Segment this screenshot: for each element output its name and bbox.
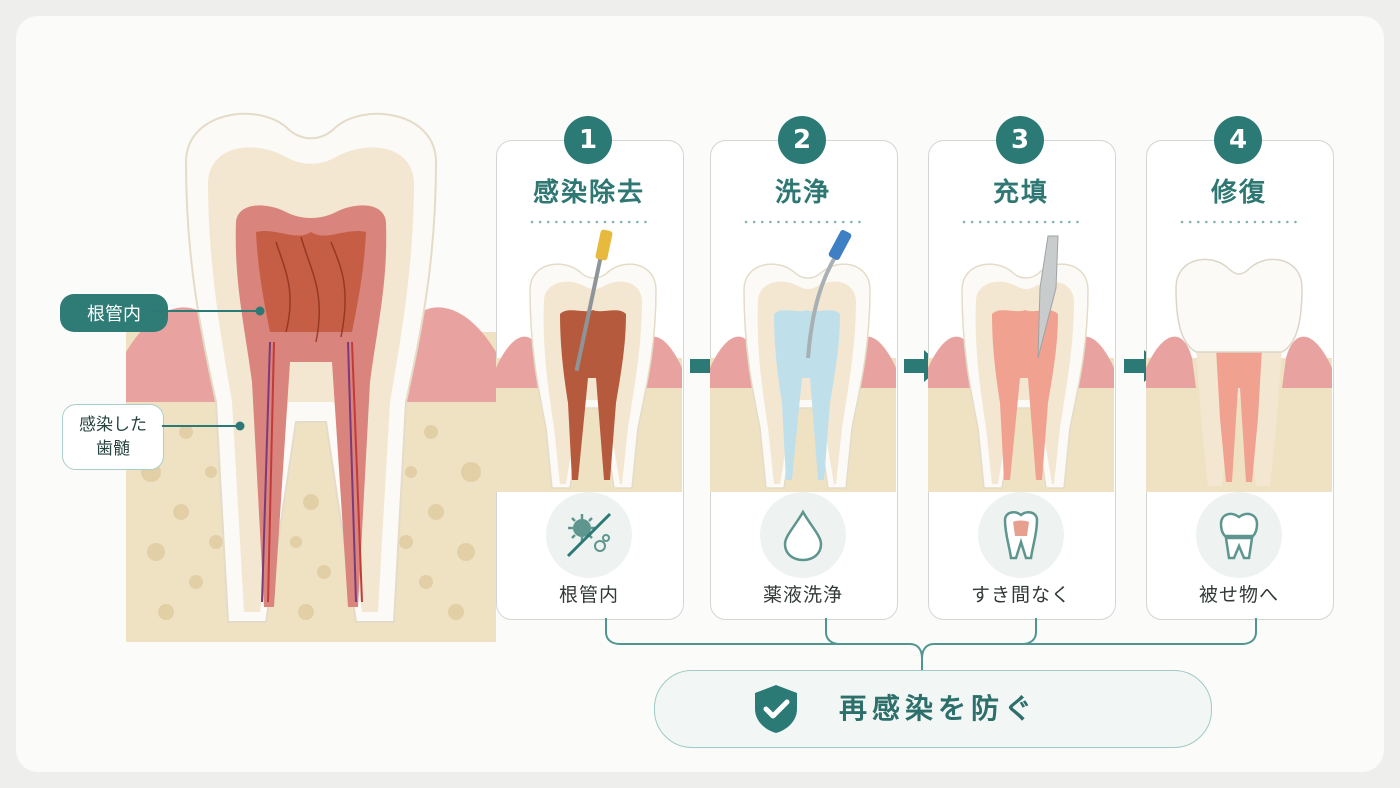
water-drop-icon — [760, 492, 846, 578]
prevent-reinfection-banner: 再感染を防ぐ — [654, 670, 1212, 748]
shield-check-icon — [755, 685, 797, 733]
steps-bracket — [605, 618, 1257, 670]
step-divider-4 — [1180, 220, 1298, 224]
infected-pulp-callout-label: 感染した 歯髄 — [79, 413, 147, 461]
step-label-1: 根管内 — [558, 584, 619, 606]
step-divider-2 — [744, 220, 862, 224]
filled-tooth-icon — [978, 492, 1064, 578]
step-illustration-1 — [496, 229, 682, 492]
step-number-3: 3 — [996, 116, 1044, 164]
step-illustration-2 — [710, 229, 896, 492]
root-canal-callout-label: 根管内 — [87, 304, 141, 325]
infected-pulp-label-line2: 歯髄 — [96, 439, 130, 459]
step-title-2: 洗浄 — [774, 178, 831, 208]
callout-leader-lines — [152, 306, 265, 431]
prevent-reinfection-label: 再感染を防ぐ — [839, 692, 1038, 725]
virus-crossed-icon — [546, 492, 632, 578]
step-label-3: すき間なく — [970, 584, 1071, 606]
root-canal-callout: 根管内 — [60, 294, 168, 332]
step-title-3: 充填 — [992, 178, 1049, 208]
step-divider-1 — [530, 220, 648, 224]
step-illustration-3 — [928, 235, 1114, 492]
infected-pulp-label-line1: 感染した — [79, 415, 147, 435]
step-number-4: 4 — [1214, 116, 1262, 164]
step-illustration-4 — [1146, 258, 1332, 492]
tooth-cross-section — [126, 112, 496, 642]
step-label-2: 薬液洗浄 — [762, 584, 843, 606]
step-divider-3 — [962, 220, 1080, 224]
step-title-4: 修復 — [1210, 178, 1267, 208]
crowned-tooth-icon — [1196, 492, 1282, 578]
step-title-1: 感染除去 — [532, 178, 645, 208]
step-number-2: 2 — [778, 116, 826, 164]
diagram-frame: 根管内 感染した 歯髄 1 感染除去 — [16, 16, 1384, 772]
infected-pulp-callout: 感染した 歯髄 — [62, 404, 164, 470]
step-label-4: 被せ物へ — [1198, 584, 1279, 606]
step-number-1: 1 — [564, 116, 612, 164]
